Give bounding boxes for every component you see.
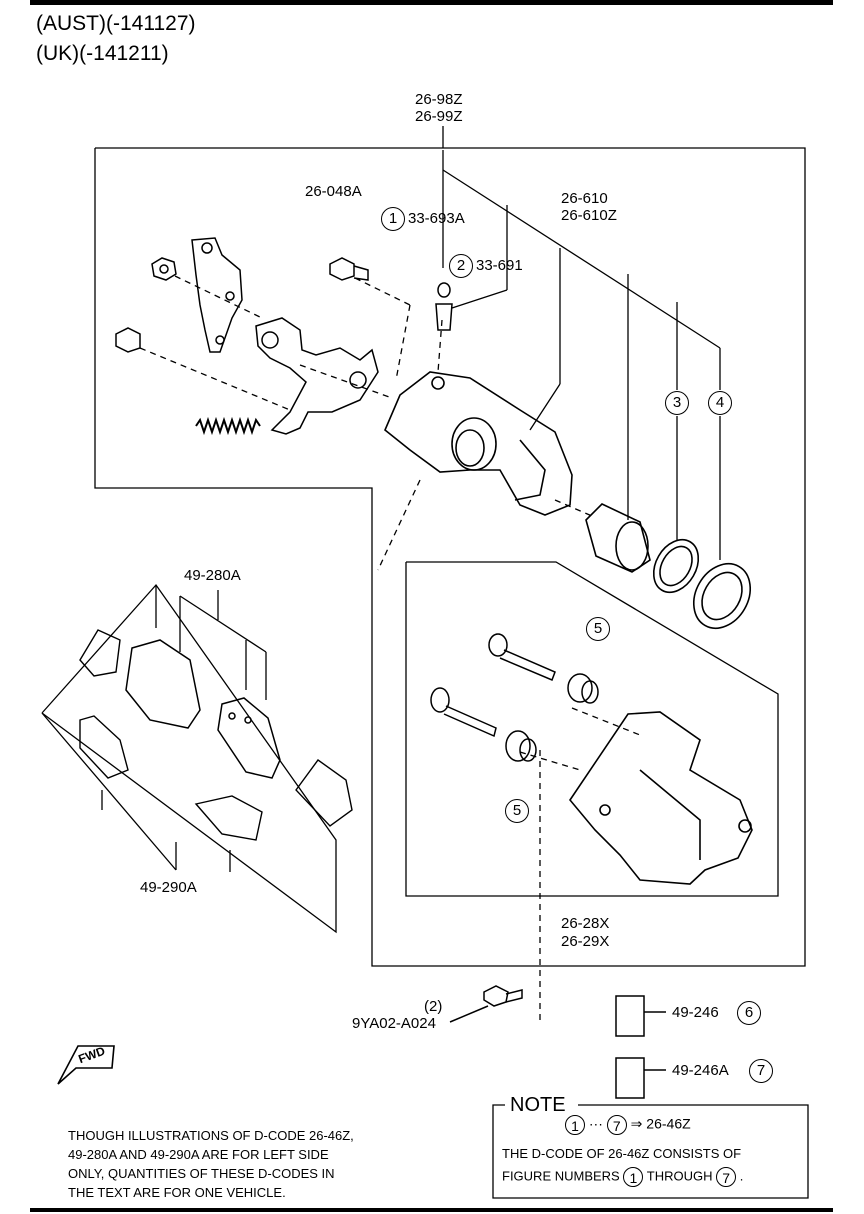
nut [151, 257, 177, 281]
piston-label-2: 26-610Z [561, 207, 617, 224]
note-range-to: 7 [606, 1115, 627, 1135]
top-rule [30, 0, 833, 5]
bracket-arm [191, 237, 243, 353]
note-range-from: 1 [565, 1115, 585, 1135]
caliper-body [384, 371, 573, 516]
guide-pin-upper [488, 633, 556, 681]
footnote-line-1: THOUGH ILLUSTRATIONS OF D-CODE 26-46Z, [68, 1128, 354, 1143]
mounting-support [569, 711, 753, 885]
return-spring [195, 416, 261, 436]
bottom-rule [30, 1208, 833, 1212]
assembly-dashes [139, 275, 641, 1020]
note-body-from: 1 [623, 1167, 644, 1187]
pad-clip-lower [194, 795, 263, 841]
caliper-assy-label-1: 26-98Z [415, 91, 463, 108]
region-line-uk: (UK)(-141211) [36, 42, 169, 65]
caliper-assy-label-2: 26-99Z [415, 108, 463, 125]
callout-4: 4 [708, 391, 732, 415]
note-ellipsis: ··· [588, 1115, 603, 1132]
note-box-outline [492, 1104, 809, 1199]
pad-shim-left [79, 629, 121, 677]
callout-6: 6 [737, 1001, 761, 1025]
piston-seal [652, 538, 700, 594]
note-body-line-1: THE D-CODE OF 26-46Z CONSISTS OF [502, 1146, 742, 1161]
brake-pad-inner [217, 697, 281, 779]
callout-7: 7 [749, 1059, 773, 1083]
callout-3: 3 [665, 391, 689, 415]
note-title: NOTE [508, 1094, 568, 1117]
shim-set-label: 49-290A [140, 879, 197, 896]
caliper-group-outline [94, 147, 806, 967]
footnote-line-4: THE TEXT ARE FOR ONE VEHICLE. [68, 1185, 286, 1200]
mount-label-1: 26-28X [561, 915, 610, 932]
footnote-line-2: 49-280A AND 49-290A ARE FOR LEFT SIDE [68, 1147, 329, 1162]
pad-set-outline [41, 583, 337, 934]
piston-leaders [442, 150, 721, 560]
brake-pad-outer [125, 639, 201, 729]
pad-set-label: 49-280A [184, 567, 241, 584]
pin-boot-upper [567, 673, 599, 704]
bracket-bolt [329, 257, 369, 281]
bleeder-screw-label: 33-691 [476, 257, 523, 274]
note-arrow: ⇒ [630, 1115, 643, 1132]
callout-5-upper: 5 [586, 617, 610, 641]
footnote-line-3: ONLY, QUANTITIES OF THESE D-CODES IN [68, 1166, 335, 1181]
caliper-bolt [449, 985, 523, 1023]
pad-clip-upper [79, 715, 129, 779]
shim-leaders [41, 712, 231, 872]
note-body-to: 7 [716, 1167, 737, 1187]
note-target: 26-46Z [646, 1115, 691, 1132]
note-through: THROUGH [646, 1168, 713, 1184]
parking-lever [255, 317, 379, 435]
callout-5-lower: 5 [505, 799, 529, 823]
bolt-label: 9YA02-A024 [352, 1015, 436, 1032]
grease-1-label: 49-246 [672, 1004, 719, 1021]
bleeder-screw [435, 282, 453, 331]
note-range-line: 1 ··· 7 ⇒ 26-46Z [565, 1115, 691, 1135]
callout-1: 1 [381, 207, 405, 231]
piston [585, 503, 651, 573]
pad-shim-right [295, 759, 353, 827]
bolt-qty-label: (2) [424, 998, 443, 1015]
mount-group-outline [405, 561, 779, 897]
fwd-arrow [57, 1045, 115, 1085]
bracket-bolt-label: 26-048A [305, 183, 362, 200]
grease-packet-1 [615, 995, 666, 1037]
note-body-line-2: FIGURE NUMBERS 1 THROUGH 7 . [502, 1167, 743, 1187]
guide-pin-lower [430, 687, 497, 738]
note-figure-numbers: FIGURE NUMBERS [502, 1168, 620, 1184]
mount-label-2: 26-29X [561, 933, 610, 950]
note-body-end: . [739, 1168, 744, 1184]
region-line-aust: (AUST)(-141127) [36, 12, 196, 35]
grease-2-label: 49-246A [672, 1062, 729, 1079]
bleeder-cap-label: 33-693A [408, 210, 465, 227]
grease-packet-2 [615, 1057, 666, 1099]
dust-boot [692, 563, 752, 629]
pin-bolt [115, 327, 141, 353]
pin-boot-lower [505, 730, 537, 762]
callout-2: 2 [449, 254, 473, 278]
piston-label-1: 26-610 [561, 190, 608, 207]
